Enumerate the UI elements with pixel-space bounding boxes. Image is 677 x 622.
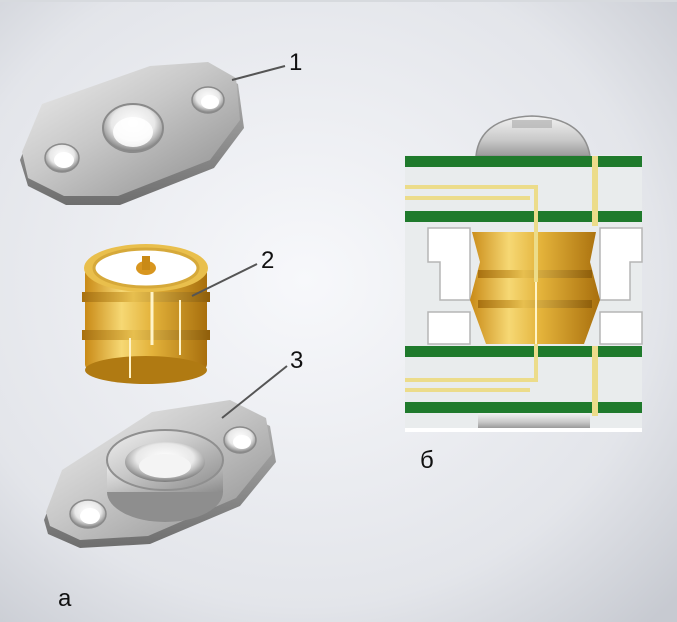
leader-line-1 xyxy=(231,65,286,81)
gold-bushing-part-2 xyxy=(82,244,210,384)
leader-line-3 xyxy=(221,365,288,419)
label-part-1: 1 xyxy=(289,49,302,76)
label-part-3: 3 xyxy=(290,347,303,374)
pcb-bottom-layer-1 xyxy=(405,346,642,357)
label-view-a: а xyxy=(58,585,72,612)
frame-top-line xyxy=(0,0,677,2)
pcb-top-layer-1 xyxy=(405,156,642,167)
flange-part-1 xyxy=(20,62,244,205)
label-view-b: б xyxy=(420,447,434,474)
flange-part-3 xyxy=(44,400,276,548)
top-screw-head xyxy=(475,115,591,157)
pcb-bottom-layer-2 xyxy=(405,402,642,413)
leader-line-2 xyxy=(191,263,258,297)
bottom-screw-tip xyxy=(478,413,590,428)
assembly-cross-section xyxy=(405,115,643,432)
pcb-top-layer-2 xyxy=(405,211,642,222)
label-part-2: 2 xyxy=(261,247,274,274)
